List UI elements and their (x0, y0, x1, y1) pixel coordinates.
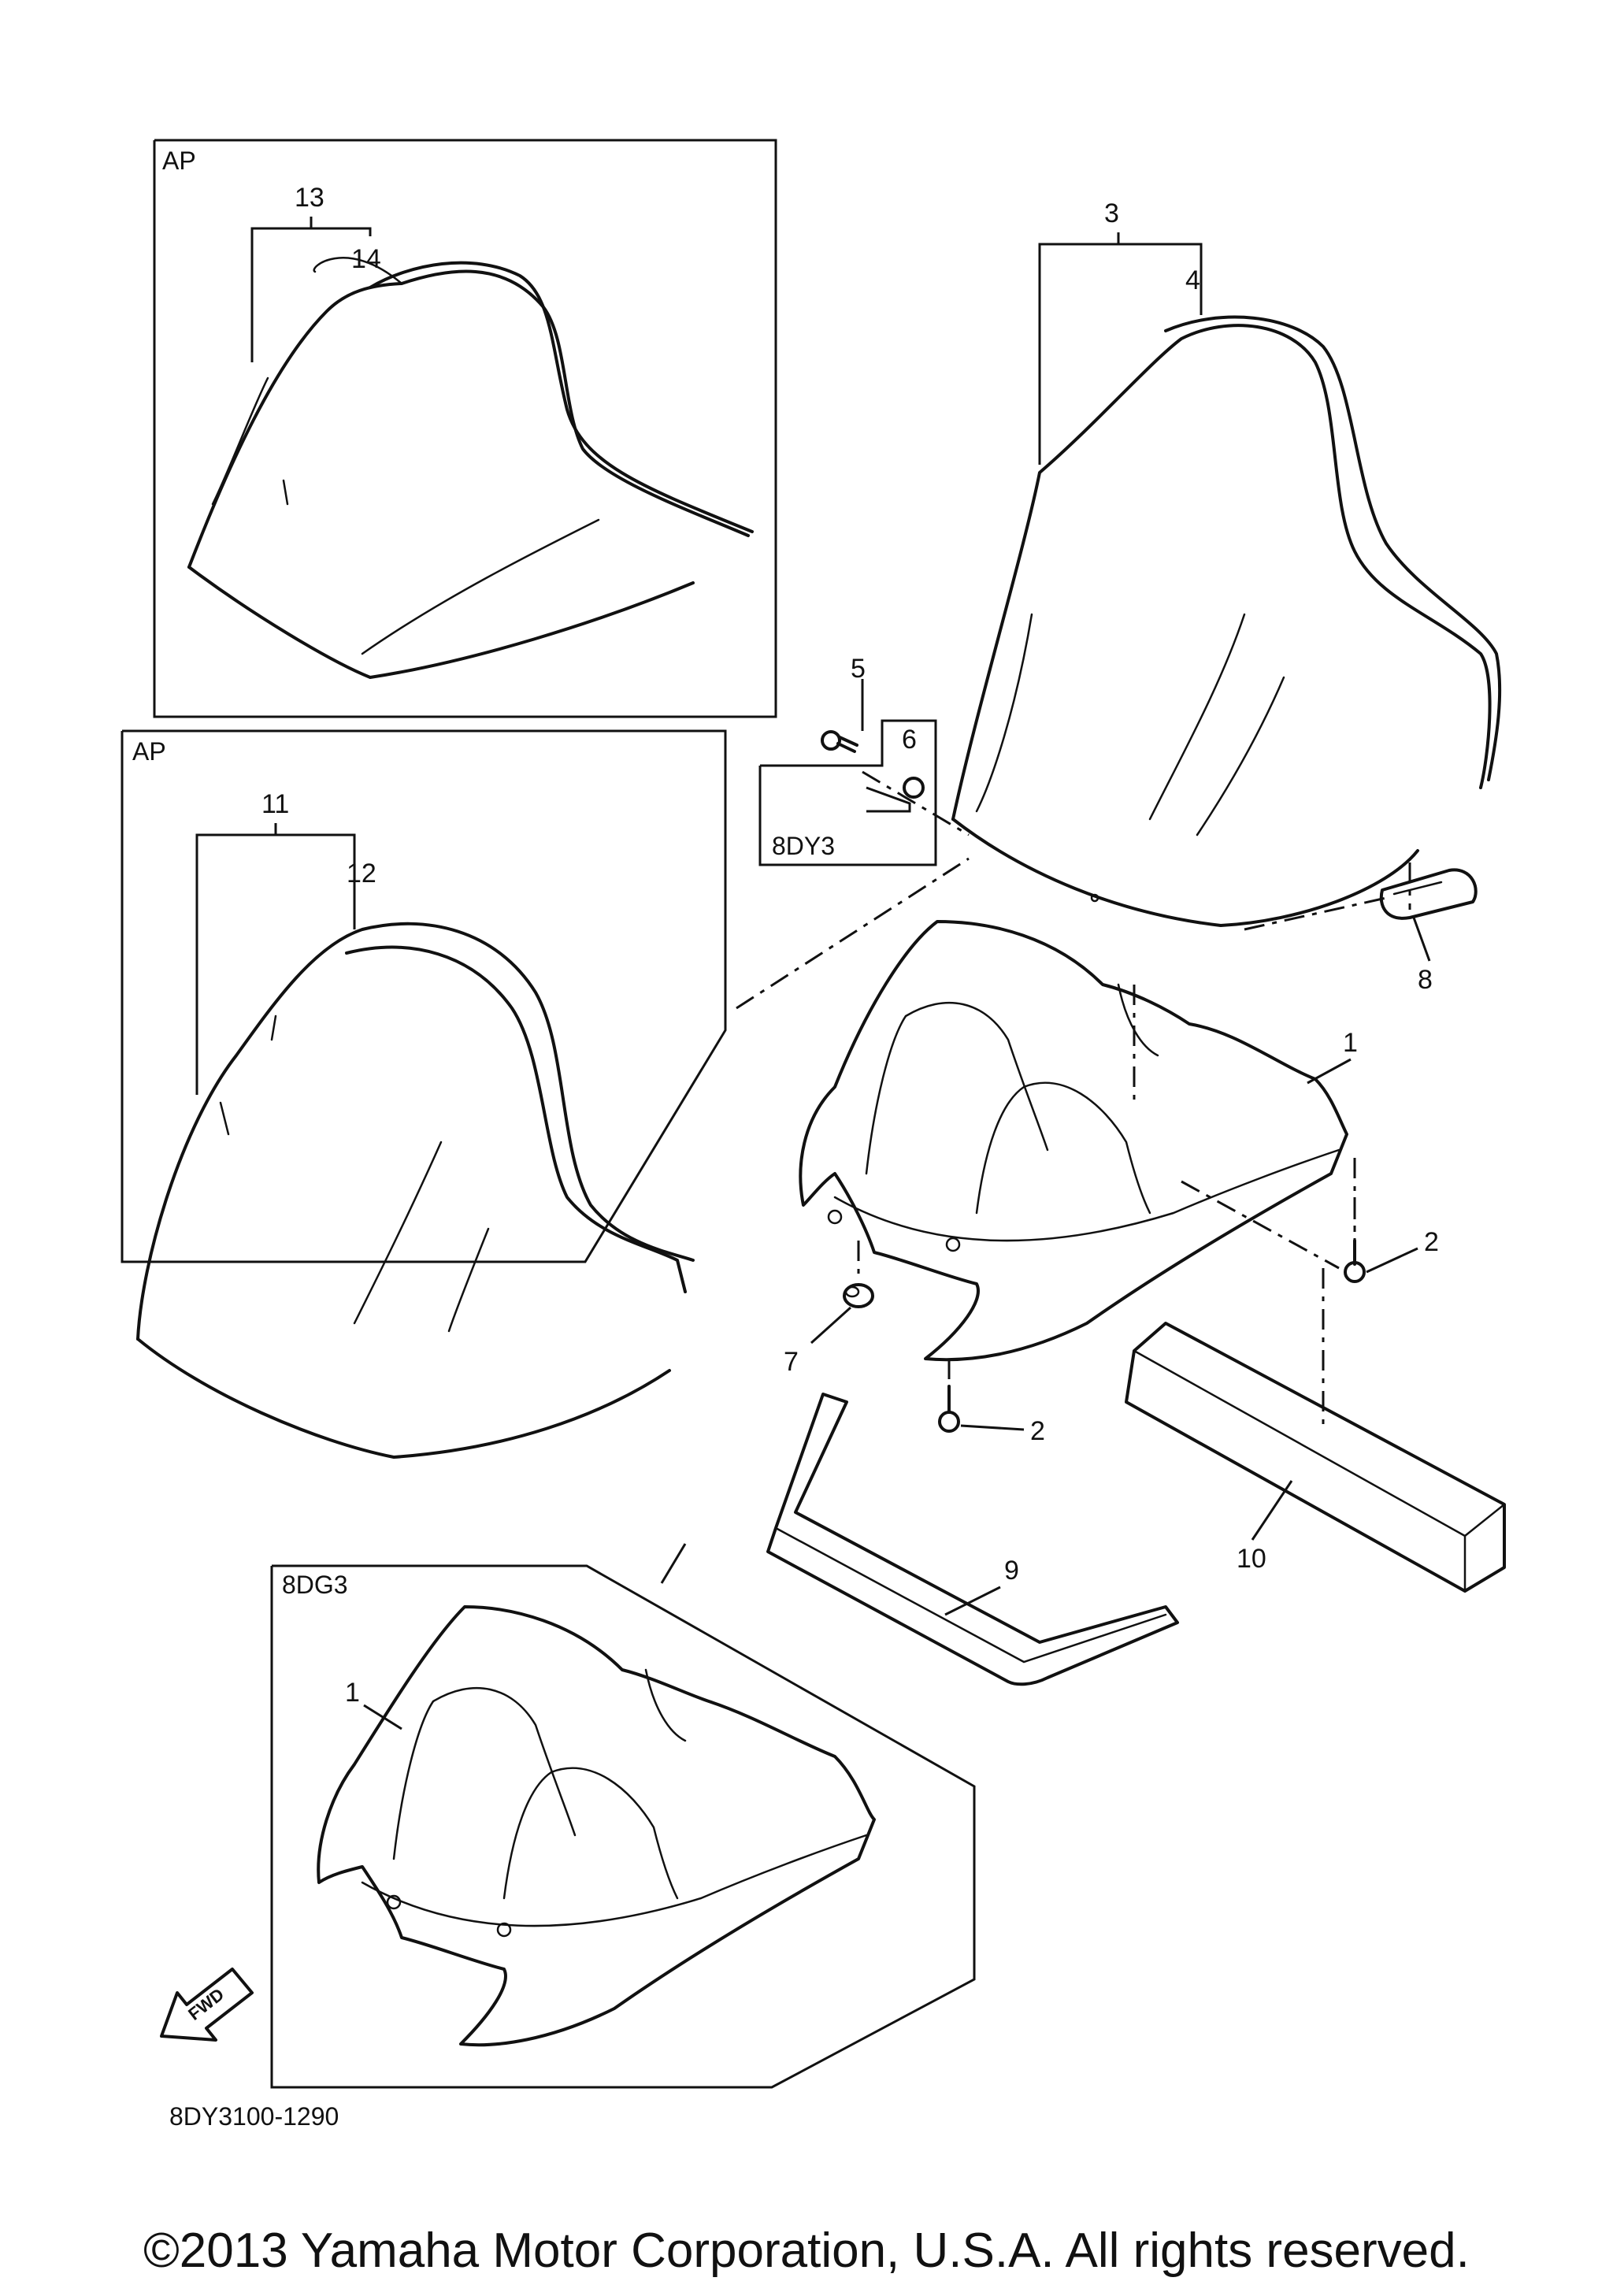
ap-box-mid: AP 11 12 (121, 729, 727, 1459)
section-label-ap-mid: AP (132, 737, 166, 766)
callout-4: 4 (1185, 265, 1200, 295)
callout-10: 10 (1237, 1544, 1266, 1574)
callout-1-dg3: 1 (345, 1678, 360, 1708)
callout-8: 8 (1418, 965, 1433, 995)
callout-1-main: 1 (1343, 1028, 1358, 1058)
leader-11-12 (195, 823, 356, 1095)
callout-2-right: 2 (1424, 1227, 1439, 1257)
section-label-dg3: 8DG3 (282, 1571, 348, 1599)
dg3-box: 8DG3 1 (270, 1543, 976, 2089)
windshield-3 (951, 315, 1502, 927)
callout-6: 6 (902, 725, 917, 755)
callout-9: 9 (1004, 1556, 1019, 1586)
screw-2-lower (938, 1385, 960, 1433)
seal-9 (766, 1393, 1179, 1686)
callout-2-lower: 2 (1030, 1416, 1045, 1446)
diagram-code: 8DY3100-1290 (169, 2102, 339, 2131)
bracket-8 (1379, 868, 1478, 920)
callout-14: 14 (351, 244, 381, 274)
section-label-ap-top: AP (162, 147, 196, 175)
leader-3-4 (1038, 232, 1203, 465)
fwd-arrow-icon: FWD (160, 1968, 254, 2042)
callout-12: 12 (347, 859, 376, 888)
grommet-7 (843, 1283, 874, 1308)
callout-5: 5 (851, 654, 866, 684)
screw-5 (821, 730, 858, 753)
ap-box-top: AP 13 14 (153, 139, 777, 718)
copyright-notice: ©2013 Yamaha Motor Corporation, U.S.A. A… (143, 2224, 1470, 2278)
cowl-1-dg3 (317, 1605, 876, 2047)
windshield-13 (187, 257, 754, 679)
dy3-box: 8DY3 (758, 719, 970, 866)
windshield-11 (136, 922, 695, 1459)
nut-6 (903, 777, 925, 799)
screw-2-right (1344, 1239, 1366, 1283)
callout-13: 13 (295, 183, 324, 213)
cowl-1-main (799, 920, 1348, 1362)
callout-11: 11 (261, 789, 289, 819)
foam-10 (1125, 1322, 1506, 1593)
callout-3: 3 (1104, 198, 1119, 228)
section-label-dy3: 8DY3 (772, 832, 835, 860)
callout-7: 7 (784, 1347, 799, 1377)
leader-13-14 (250, 217, 372, 362)
